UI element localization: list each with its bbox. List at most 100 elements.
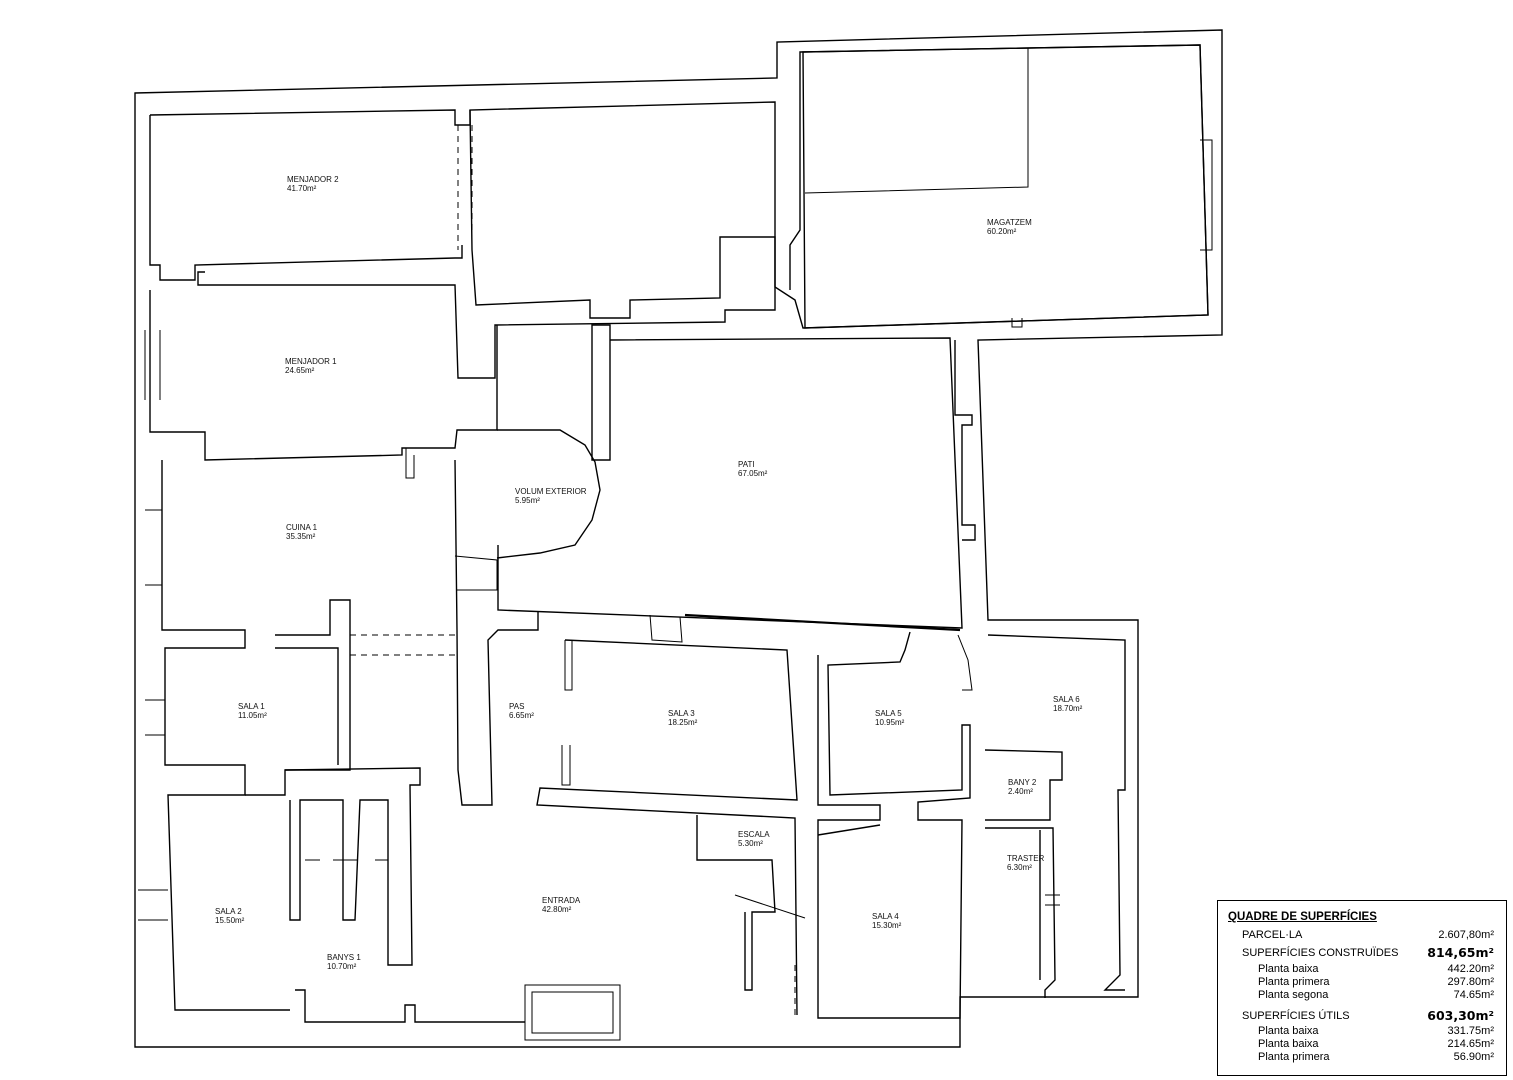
room-name: CUINA 1 <box>286 523 318 532</box>
surfaces-table: QUADRE DE SUPERFÍCIES PARCEL·LA 2.607,80… <box>1217 900 1507 1076</box>
room-area: 6.30m² <box>1007 863 1032 872</box>
room-name: SALA 5 <box>875 709 902 718</box>
room-area: 5.95m² <box>515 496 540 505</box>
room-volum-exterior <box>496 429 601 559</box>
construides-subrow: Planta primera 297.80m² <box>1218 976 1494 989</box>
room-label-sala-5: SALA 5 10.95m² <box>875 709 904 727</box>
subrow-value: 214.65m² <box>1447 1038 1494 1050</box>
room-label-volum-exterior: VOLUM EXTERIOR 5.95m² <box>515 487 587 505</box>
room-name: MAGATZEM <box>987 218 1032 227</box>
room-area: 24.65m² <box>285 366 315 375</box>
subrow-label: Planta primera <box>1258 976 1330 988</box>
room-magatzem <box>802 44 1209 329</box>
room-area: 18.25m² <box>668 718 698 727</box>
room-menjador-2 <box>149 115 463 281</box>
parcela-label: PARCEL·LA <box>1242 929 1303 941</box>
surfaces-table-title: QUADRE DE SUPERFÍCIES <box>1228 911 1377 923</box>
room-area: 2.40m² <box>1008 787 1033 796</box>
outer-wall <box>134 29 1223 1048</box>
room-cuina-1 <box>161 460 290 1011</box>
utils-label: SUPERFÍCIES ÚTILS <box>1242 1010 1350 1022</box>
subrow-label: Planta baixa <box>1258 1038 1319 1050</box>
room-sala-5 <box>817 631 971 1019</box>
subrow-value: 297.80m² <box>1447 976 1494 988</box>
room-area: 11.05m² <box>238 711 267 720</box>
room-label-sala-4: SALA 4 15.30m² <box>872 912 901 930</box>
utils-subrow: Planta primera 56.90m² <box>1218 1051 1494 1064</box>
room-name: PATI <box>738 460 755 469</box>
subrow-value: 74.65m² <box>1453 989 1494 1001</box>
room-area: 10.70m² <box>327 962 357 971</box>
room-label-menjador-2: MENJADOR 2 41.70m² <box>287 175 339 193</box>
room-name: MENJADOR 1 <box>285 357 337 366</box>
room-name: SALA 4 <box>872 912 899 921</box>
room-label-cuina-1: CUINA 1 35.35m² <box>286 523 317 541</box>
room-escala <box>696 815 776 991</box>
room-area: 10.95m² <box>875 718 905 727</box>
room-label-sala-2: SALA 2 15.50m² <box>215 907 244 925</box>
room-area: 42.80m² <box>542 905 572 914</box>
room-name: SALA 2 <box>215 907 242 916</box>
room-area: 41.70m² <box>287 184 317 193</box>
room-label-sala-3: SALA 3 18.25m² <box>668 709 697 727</box>
room-label-menjador-1: MENJADOR 1 24.65m² <box>285 357 337 375</box>
utils-subrow: Planta baixa 331.75m² <box>1218 1025 1494 1038</box>
construides-row: SUPERFÍCIES CONSTRUÏDES 814,65m² <box>1218 945 1494 960</box>
construides-subrow: Planta baixa 442.20m² <box>1218 963 1494 976</box>
room-label-pas: PAS 6.65m² <box>509 702 534 720</box>
room-label-sala-6: SALA 6 18.70m² <box>1053 695 1082 713</box>
room-bany-2 <box>984 749 1063 821</box>
room-area: 67.05m² <box>738 469 768 478</box>
room-name: SALA 1 <box>238 702 265 711</box>
utils-total: 603,30m² <box>1427 1008 1494 1023</box>
room-sala-1 <box>245 599 351 796</box>
room-name: ESCALA <box>738 830 770 839</box>
construides-label: SUPERFÍCIES CONSTRUÏDES <box>1242 947 1399 959</box>
outer-wall-inner <box>149 44 1209 329</box>
utils-subrow: Planta baixa 214.65m² <box>1218 1038 1494 1051</box>
room-name: MENJADOR 2 <box>287 175 339 184</box>
room-name: SALA 3 <box>668 709 695 718</box>
room-sala-6 <box>987 634 1126 991</box>
room-name: SALA 6 <box>1053 695 1080 704</box>
subrow-label: Planta baixa <box>1258 963 1319 975</box>
room-name: BANY 2 <box>1008 778 1037 787</box>
room-label-pati: PATI 67.05m² <box>738 460 767 478</box>
room-area: 5.30m² <box>738 839 763 848</box>
parcela-value: 2.607,80m² <box>1438 929 1494 941</box>
room-area: 15.30m² <box>872 921 902 930</box>
room-area: 18.70m² <box>1053 704 1083 713</box>
room-label-bany-2: BANY 2 2.40m² <box>1008 778 1036 796</box>
subrow-label: Planta primera <box>1258 1051 1330 1063</box>
subrow-label: Planta baixa <box>1258 1025 1319 1037</box>
room-name: ENTRADA <box>542 896 581 905</box>
subrow-value: 331.75m² <box>1447 1025 1494 1037</box>
room-banys-1 <box>295 989 525 1023</box>
construides-subrow: Planta segona 74.65m² <box>1218 989 1494 1002</box>
room-name: TRASTER <box>1007 854 1045 863</box>
room-name: BANYS 1 <box>327 953 361 962</box>
room-name: VOLUM EXTERIOR <box>515 487 587 496</box>
room-name: PAS <box>509 702 525 711</box>
parcela-row: PARCEL·LA 2.607,80m² <box>1218 929 1494 942</box>
room-sala-3 <box>536 639 798 1016</box>
room-pati <box>591 324 611 461</box>
subrow-value: 442.20m² <box>1447 963 1494 975</box>
subrow-value: 56.90m² <box>1453 1051 1494 1063</box>
room-label-escala: ESCALA 5.30m² <box>738 830 770 848</box>
room-label-traster: TRASTER 6.30m² <box>1007 854 1044 872</box>
room-label-sala-1: SALA 1 11.05m² <box>238 702 267 720</box>
construides-total: 814,65m² <box>1427 945 1494 960</box>
room-area: 35.35m² <box>286 532 316 541</box>
room-label-banys-1: BANYS 1 10.70m² <box>327 953 361 971</box>
room-label-entrada: ENTRADA 42.80m² <box>542 896 580 914</box>
room-area: 6.65m² <box>509 711 534 720</box>
room-area: 60.20m² <box>987 227 1017 236</box>
room-menjador-1 <box>149 290 498 461</box>
utils-row: SUPERFÍCIES ÚTILS 603,30m² <box>1218 1008 1494 1023</box>
subrow-label: Planta segona <box>1258 989 1329 1001</box>
room-area: 15.50m² <box>215 916 245 925</box>
room-traster <box>985 827 1056 998</box>
room-sala-4 <box>817 824 881 836</box>
